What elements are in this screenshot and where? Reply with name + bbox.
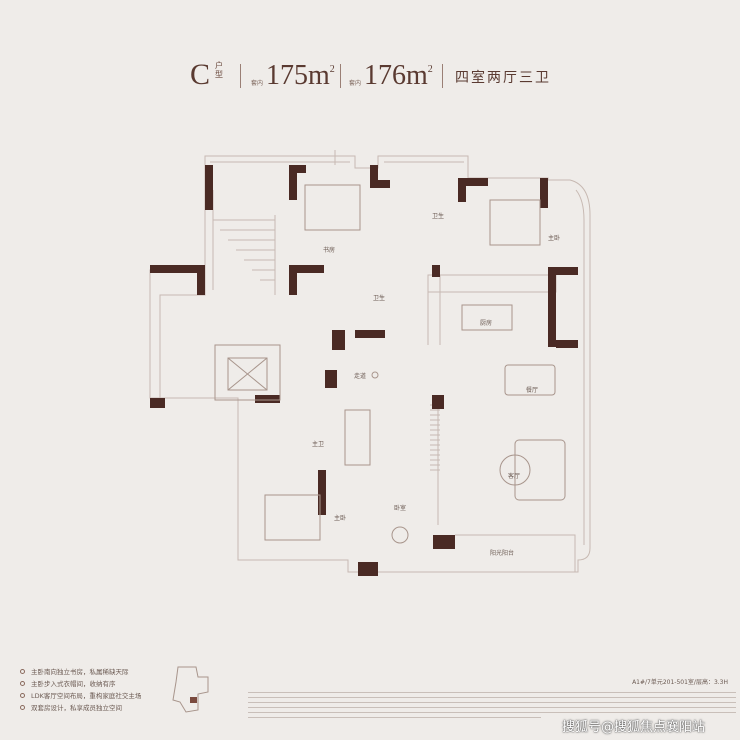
area2-value: 176m2 (364, 60, 433, 91)
unit-type-sub: 户型 (215, 61, 223, 79)
feature-list: 主卧南向独立书房，私属稀缺天际 主卧步入式衣帽间，收纳有序 LDK客厅空间布局，… (20, 665, 141, 713)
unit-type-letter: C (190, 58, 211, 91)
area1-label: 套内 (251, 80, 264, 87)
area2-label: 套内 (349, 80, 362, 87)
feature-item: 双套房设计，私享成员独立空间 (20, 701, 141, 713)
feature-item: 主卧步入式衣帽间，收纳有序 (20, 677, 141, 689)
bullet-icon (20, 692, 25, 698)
room-label-bath-small: 卫生 (373, 294, 385, 302)
watermark: 搜狐号@搜狐焦点襄阳站 (562, 720, 706, 735)
room-label-study: 书房 (323, 246, 335, 254)
bullet-icon (20, 704, 25, 710)
room-label-balcony: 阳光阳台 (490, 549, 514, 557)
room-label-bedroom-top: 主卧 (548, 234, 560, 242)
room-label-master-bath: 主卫 (312, 440, 324, 448)
bullet-icon (20, 668, 25, 674)
plan-header: C 户型 套内 175m2 套内 176m2 四室两厅三卫 (0, 52, 740, 98)
site-keymap (172, 666, 209, 713)
room-label-bath-top: 卫生 (432, 212, 444, 220)
room-label-living: 客厅 (508, 472, 520, 480)
room-label-corridor: 走道 (354, 372, 366, 380)
room-label-dining: 餐厅 (526, 386, 538, 394)
area1-value: 175m2 (266, 60, 335, 91)
room-count: 四室两厅三卫 (455, 70, 551, 86)
unit-info: A1#/7单元201-501室/层高：3.3H (632, 679, 728, 686)
feature-item: LDK客厅空间布局，重构家庭社交主场 (20, 689, 141, 701)
bullet-icon (20, 680, 25, 686)
divider (240, 64, 241, 88)
disclaimer-text (248, 688, 736, 724)
feature-item: 主卧南向独立书房，私属稀缺天际 (20, 665, 141, 677)
room-label-bedroom-mid: 卧室 (394, 504, 406, 512)
divider (340, 64, 341, 88)
room-label-bedroom-bottom: 主卧 (334, 514, 346, 522)
room-label-kitchen: 厨房 (480, 319, 492, 327)
divider (442, 64, 443, 88)
